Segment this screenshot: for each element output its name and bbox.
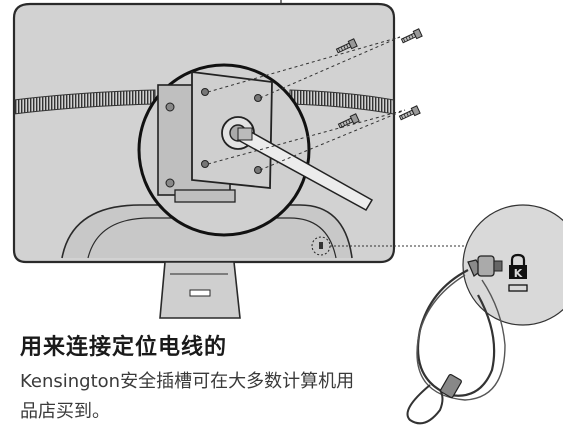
screw-icon <box>398 105 421 121</box>
screwdriver <box>237 126 374 212</box>
lock-icon: K <box>509 253 527 280</box>
stand-slot <box>189 289 211 297</box>
vent-grille-right <box>289 89 394 115</box>
screw-icon <box>400 28 423 44</box>
cable-lock-icon <box>406 255 506 425</box>
stand-cover-inner <box>87 217 337 259</box>
screw-icon <box>335 38 358 54</box>
svg-text:K: K <box>514 267 523 280</box>
screw-guide-lines <box>207 36 406 171</box>
caption-title: 用来连接定位电线的 <box>20 335 228 360</box>
screw-icon <box>337 113 360 129</box>
caption-body: Kensington安全插槽可在大多数计算机用品店买到。 <box>20 371 355 422</box>
lock-slot <box>508 284 528 292</box>
vesa-plate <box>191 70 273 189</box>
